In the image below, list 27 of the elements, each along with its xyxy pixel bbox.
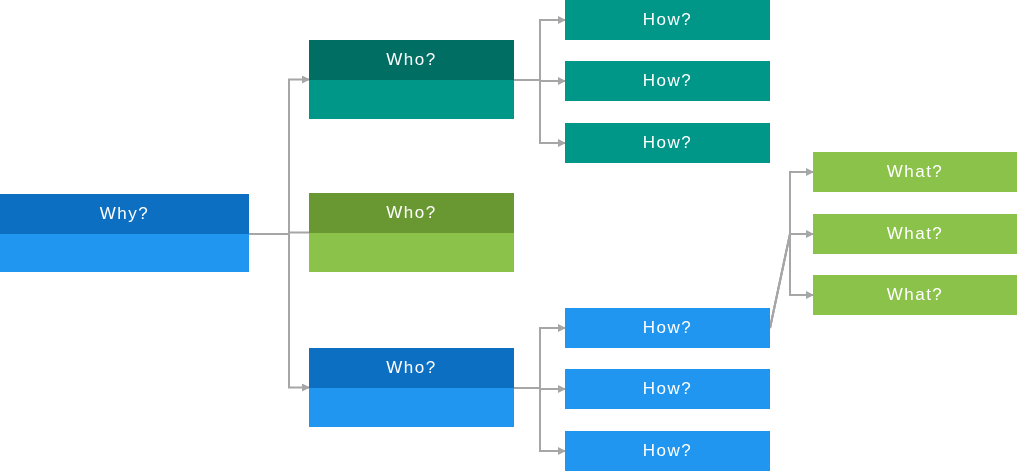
two-tone-box: [0, 194, 249, 272]
box-label: Who?: [309, 193, 514, 233]
box-label: Who?: [309, 348, 514, 388]
box-label: What?: [885, 284, 945, 306]
two-tone-box: [309, 40, 514, 119]
box-label: What?: [885, 223, 945, 245]
box-label: How?: [641, 9, 694, 31]
box-label: How?: [641, 440, 694, 462]
box-label: How?: [641, 132, 694, 154]
process-box: [565, 431, 770, 471]
process-box: [565, 308, 770, 348]
box-label: How?: [641, 317, 694, 339]
box-label: How?: [641, 378, 694, 400]
process-box: [813, 214, 1017, 254]
box-label: Who?: [309, 40, 514, 80]
process-box: [565, 123, 770, 163]
process-box: [565, 0, 770, 40]
two-tone-box: [309, 348, 514, 427]
box-label: What?: [885, 161, 945, 183]
box-label: Why?: [0, 194, 249, 234]
connector-arrow: [248, 233, 310, 392]
box-label: How?: [641, 70, 694, 92]
process-box: [565, 61, 770, 101]
process-box: [813, 275, 1017, 315]
process-box: [565, 369, 770, 409]
two-tone-box: [309, 193, 514, 272]
process-box: [813, 152, 1017, 192]
